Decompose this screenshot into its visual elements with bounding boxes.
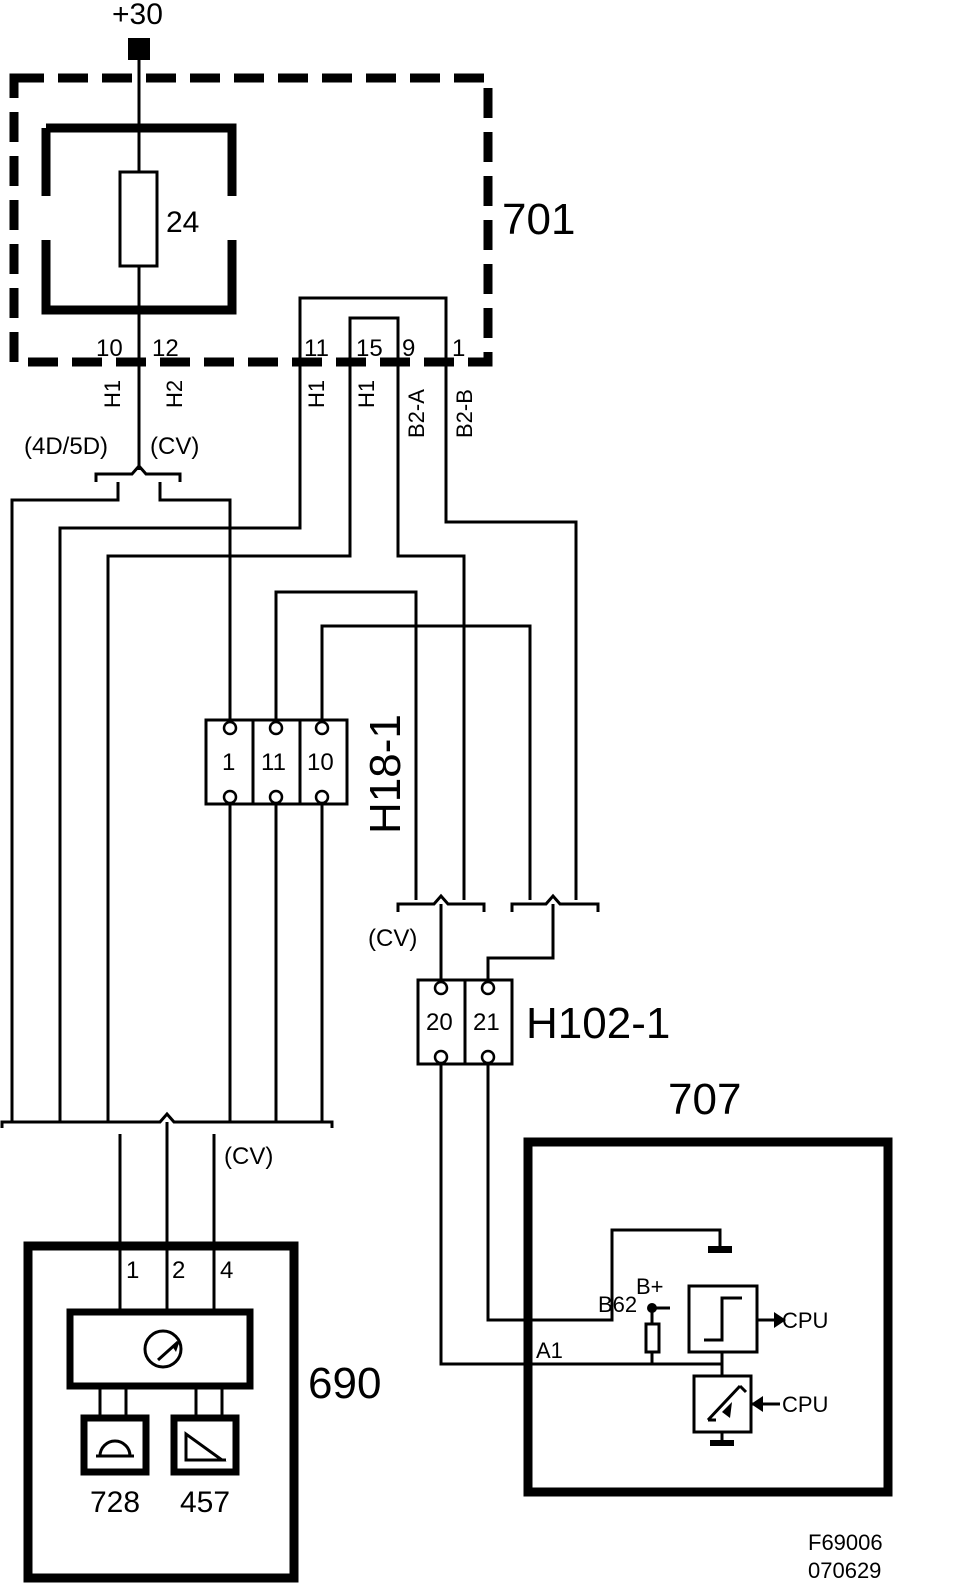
wire-code-10: H1 bbox=[100, 380, 125, 408]
wire-code-12: H2 bbox=[162, 380, 187, 408]
h102-pin-21: 21 bbox=[473, 1009, 500, 1036]
supply-terminal bbox=[128, 38, 150, 60]
variant-cv-mid: (CV) bbox=[368, 925, 417, 952]
wire-code-11: H1 bbox=[304, 380, 329, 408]
ground-icon-lower bbox=[710, 1440, 734, 1446]
fuse-24-label: 24 bbox=[166, 206, 199, 239]
figure-date: 070629 bbox=[808, 1558, 881, 1583]
fuse-box-701-outline bbox=[9, 73, 493, 367]
h18-pin-11: 11 bbox=[261, 749, 286, 776]
pin-701-11: 11 bbox=[304, 335, 329, 362]
fuse-holder-outline bbox=[41, 123, 237, 315]
h18-pin-10: 10 bbox=[307, 749, 334, 776]
pin-701-15: 15 bbox=[356, 335, 383, 362]
h18-pin-1: 1 bbox=[222, 749, 235, 776]
label-cpu-out: CPU bbox=[782, 1308, 828, 1333]
module-690-pin-4: 4 bbox=[220, 1257, 233, 1284]
gauge-icon bbox=[143, 1329, 183, 1369]
pin-701-12: 12 bbox=[152, 335, 179, 362]
label-b-plus: B+ bbox=[636, 1274, 664, 1299]
module-707-outline bbox=[523, 1137, 893, 1497]
component-457-label: 457 bbox=[180, 1486, 230, 1519]
resistor-icon bbox=[644, 1322, 661, 1354]
pin-701-10: 10 bbox=[96, 335, 123, 362]
variant-cv-bottom: (CV) bbox=[224, 1143, 273, 1170]
connector-h18-1-label: H18-1 bbox=[361, 714, 410, 834]
module-707-label: 707 bbox=[668, 1075, 741, 1124]
module-690-pin-1: 1 bbox=[126, 1257, 139, 1284]
pin-701-1: 1 bbox=[452, 335, 465, 362]
connector-h102-1: 20 21 bbox=[416, 978, 514, 1066]
component-457 bbox=[170, 1414, 240, 1476]
connector-h18-1: 1 11 10 bbox=[204, 718, 349, 806]
variant-4d5d: (4D/5D) bbox=[24, 433, 108, 460]
h102-pin-20: 20 bbox=[426, 1009, 453, 1036]
connector-h102-1-label: H102-1 bbox=[526, 999, 670, 1048]
label-cpu-in: CPU bbox=[782, 1392, 828, 1417]
label-a1: A1 bbox=[536, 1338, 563, 1363]
figure-code: F69006 bbox=[808, 1530, 883, 1555]
component-728-label: 728 bbox=[90, 1486, 140, 1519]
component-728 bbox=[80, 1414, 150, 1476]
wire-code-9: B2-A bbox=[404, 389, 429, 438]
coil-icon bbox=[96, 1439, 134, 1458]
wire-code-1: B2-B bbox=[452, 389, 477, 438]
module-690-label: 690 bbox=[308, 1359, 381, 1408]
pin-701-9: 9 bbox=[402, 335, 415, 362]
wire-code-15: H1 bbox=[354, 380, 379, 408]
variant-cv-top: (CV) bbox=[150, 433, 199, 460]
control-unit-690 bbox=[66, 1308, 254, 1390]
supply-label: +30 bbox=[112, 0, 163, 31]
label-b62: B62 bbox=[598, 1292, 637, 1317]
fuse-24 bbox=[118, 170, 159, 268]
module-690-outline bbox=[23, 1241, 299, 1583]
module-690-pin-2: 2 bbox=[172, 1257, 185, 1284]
ground-icon bbox=[708, 1246, 732, 1253]
fuse-box-701-label: 701 bbox=[502, 195, 575, 244]
sensor-icon bbox=[184, 1431, 227, 1462]
